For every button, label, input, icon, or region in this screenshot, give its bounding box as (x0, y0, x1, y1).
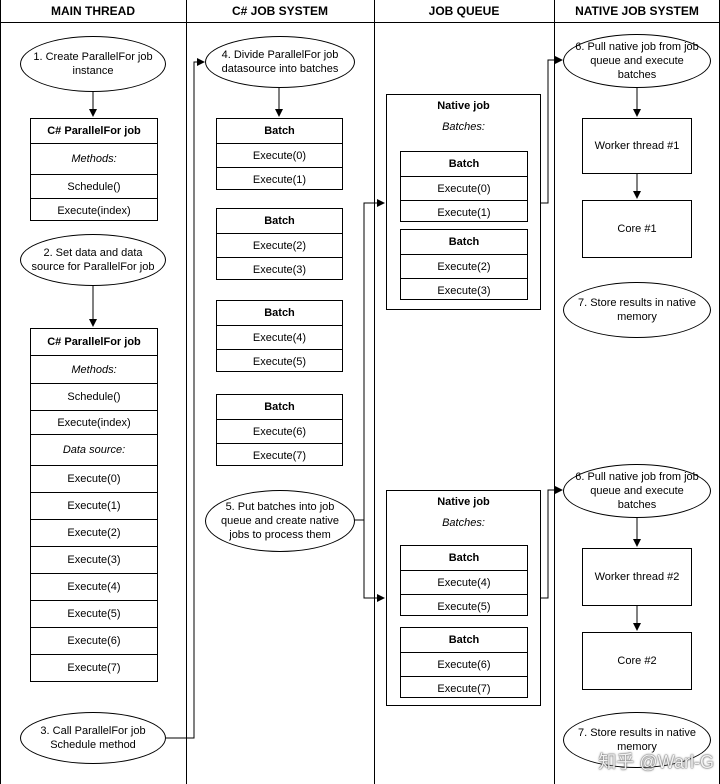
step-6-pull-native-job: 6. Pull native job from job queue and ex… (563, 34, 711, 88)
step-2-set-data: 2. Set data and data source for Parallel… (20, 234, 166, 286)
batch-box: Batch Execute(6) Execute(7) (216, 394, 343, 466)
step-6-pull-native-job: 6. Pull native job from job queue and ex… (563, 464, 711, 518)
datasource-item: Execute(3) (31, 546, 157, 573)
class-title: C# ParallelFor job (47, 336, 141, 348)
method-execute-index: Execute(index) (31, 198, 157, 222)
batch-item: Execute(5) (217, 349, 342, 373)
batch-item: Execute(0) (401, 176, 527, 200)
batch-item: Execute(1) (401, 200, 527, 224)
batches-label: Batches: (442, 517, 485, 529)
lane-divider (554, 0, 555, 784)
step-4-divide-batches: 4. Divide ParallelFor job datasource int… (205, 36, 355, 88)
step-3-call-schedule: 3. Call ParallelFor job Schedule method (20, 712, 166, 764)
batches-label: Batches: (442, 121, 485, 133)
core-2: Core #2 (582, 632, 692, 690)
batch-item: Execute(6) (217, 419, 342, 443)
batch-box: Batch Execute(4) Execute(5) (216, 300, 343, 372)
core-1: Core #1 (582, 200, 692, 258)
watermark-text: 知乎 @Warl-G (598, 752, 714, 772)
native-job-container: Native job Batches: Batch Execute(0) Exe… (386, 94, 541, 310)
batch-title: Batch (264, 215, 295, 227)
lane-header-job-queue: JOB QUEUE (374, 0, 554, 23)
batch-title: Batch (448, 634, 480, 646)
arrow-job2-to-step6b (541, 486, 563, 599)
lane-header-main-thread: MAIN THREAD (0, 0, 186, 23)
batch-title: Batch (264, 401, 295, 413)
batch-item: Execute(4) (401, 570, 527, 594)
batch-title: Batch (448, 552, 480, 564)
batch-item: Execute(5) (401, 594, 527, 618)
step-7-store-results: 7. Store results in native memory (563, 282, 711, 338)
native-job-title: Native job (437, 496, 490, 508)
batch-box: Batch Execute(0) Execute(1) (216, 118, 343, 190)
batch-item: Execute(4) (217, 325, 342, 349)
batch-box: Batch Execute(0) Execute(1) (400, 151, 528, 222)
step-1-create-job: 1. Create ParallelFor job instance (20, 36, 166, 92)
batch-title: Batch (448, 236, 480, 248)
batch-box: Batch Execute(2) Execute(3) (216, 208, 343, 280)
batch-item: Execute(3) (217, 257, 342, 281)
class-box-parallelfor-job-with-data: C# ParallelFor job Methods: Schedule() E… (30, 328, 158, 682)
worker-thread-2: Worker thread #2 (582, 548, 692, 606)
datasource-item: Execute(2) (31, 519, 157, 546)
lane-divider (374, 0, 375, 784)
arrow-step3-to-step4 (166, 58, 205, 739)
arrow-step5-to-job2 (354, 519, 385, 602)
class-box-parallelfor-job: C# ParallelFor job Methods: Schedule() E… (30, 118, 158, 221)
step-5-put-batches: 5. Put batches into job queue and create… (205, 490, 355, 552)
batch-item: Execute(7) (401, 676, 527, 700)
methods-label: Methods: (31, 355, 157, 383)
batch-box: Batch Execute(4) Execute(5) (400, 545, 528, 616)
datasource-item: Execute(0) (31, 465, 157, 492)
datasource-item: Execute(7) (31, 654, 157, 681)
batch-box: Batch Execute(6) Execute(7) (400, 627, 528, 698)
datasource-item: Execute(6) (31, 627, 157, 654)
native-job-title: Native job (437, 100, 490, 112)
lane-header-native-job-system: NATIVE JOB SYSTEM (554, 0, 720, 23)
datasource-item: Execute(5) (31, 600, 157, 627)
datasource-item: Execute(4) (31, 573, 157, 600)
batch-item: Execute(1) (217, 167, 342, 191)
arrow-job1-to-step6a (541, 56, 563, 204)
batch-title: Batch (448, 158, 480, 170)
batch-title: Batch (264, 307, 295, 319)
arrow-step5-to-job1 (354, 199, 385, 521)
method-schedule: Schedule() (31, 383, 157, 410)
batch-title: Batch (264, 125, 295, 137)
batch-item: Execute(2) (401, 254, 527, 278)
step-7-store-results: 7. Store results in native memory (563, 712, 711, 768)
method-schedule: Schedule() (31, 174, 157, 198)
native-job-container: Native job Batches: Batch Execute(4) Exe… (386, 490, 541, 706)
batch-item: Execute(7) (217, 443, 342, 467)
datasource-item: Execute(1) (31, 492, 157, 519)
class-title: C# ParallelFor job (47, 125, 141, 137)
worker-thread-1: Worker thread #1 (582, 118, 692, 174)
batch-item: Execute(0) (217, 143, 342, 167)
lane-divider (186, 0, 187, 784)
batch-box: Batch Execute(2) Execute(3) (400, 229, 528, 300)
method-execute-index: Execute(index) (31, 410, 157, 434)
datasource-label: Data source: (31, 434, 157, 465)
lane-header-csharp-job-system: C# JOB SYSTEM (186, 0, 374, 23)
batch-item: Execute(3) (401, 278, 527, 302)
batch-item: Execute(6) (401, 652, 527, 676)
methods-label: Methods: (31, 143, 157, 174)
batch-item: Execute(2) (217, 233, 342, 257)
lane-divider (0, 0, 1, 784)
